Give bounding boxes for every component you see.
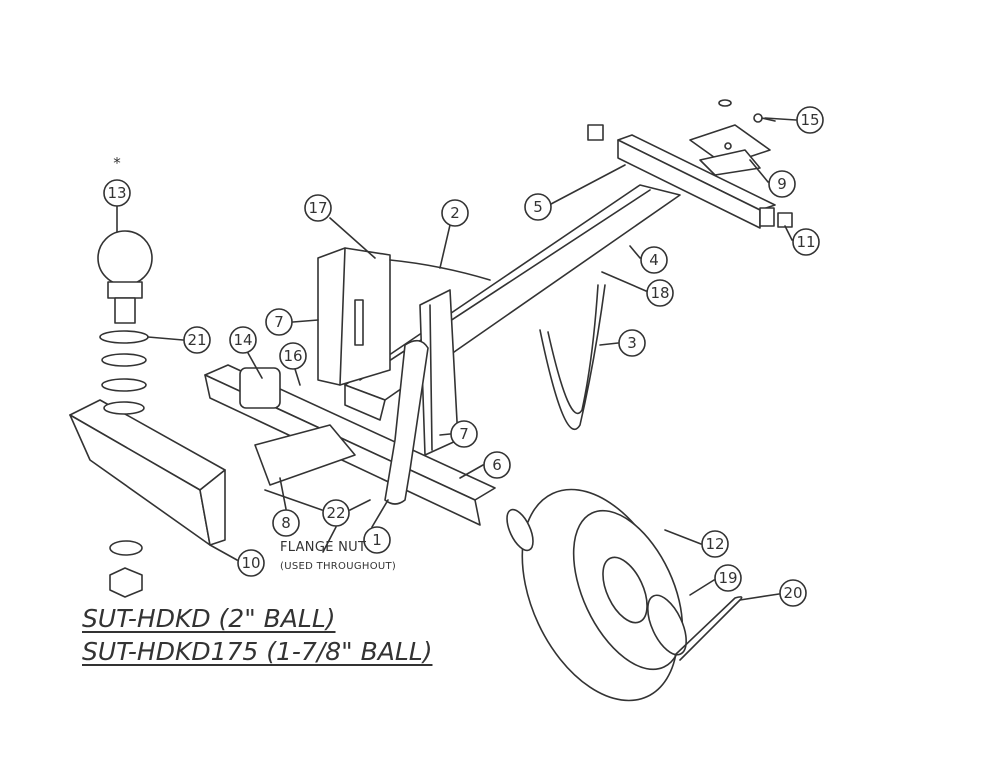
- end-cap: [777, 212, 793, 228]
- callout-12: 12: [701, 530, 729, 558]
- callout-number: 7: [459, 425, 469, 443]
- tongue-tube: [344, 184, 681, 421]
- callout-11: 11: [792, 228, 820, 256]
- callout-number: 22: [326, 504, 345, 522]
- callout-circle: [714, 564, 742, 592]
- callout-1: 1: [363, 526, 391, 554]
- callout-circle: [322, 499, 350, 527]
- callout-circle: [363, 526, 391, 554]
- callout-3: 3: [618, 329, 646, 357]
- saddle: [254, 424, 356, 486]
- callout-number: 21: [187, 331, 206, 349]
- callout-circle: [229, 326, 257, 354]
- callout-number: 20: [783, 584, 802, 602]
- callout-circle: [646, 279, 674, 307]
- callout-8: 8: [272, 509, 300, 537]
- callout-15: 15: [796, 106, 824, 134]
- hitch-plate: [69, 399, 226, 546]
- model-title-2: SUT-HDKD175 (1-7/8" BALL): [82, 637, 433, 666]
- callout-number: 4: [649, 251, 659, 269]
- asterisk-mark: *: [113, 154, 121, 172]
- callout-circle: [265, 308, 293, 336]
- callout-number: 18: [650, 284, 669, 302]
- callout-16: 16: [279, 342, 307, 370]
- callout-20: 20: [779, 579, 807, 607]
- mount-plate: [689, 124, 771, 176]
- callout-number: 10: [241, 554, 260, 572]
- callout-5: 5: [524, 193, 552, 221]
- callout-circle: [640, 246, 668, 274]
- callout-number: 11: [796, 233, 815, 251]
- callout-number: 2: [450, 204, 460, 222]
- callout-number: 5: [533, 198, 543, 216]
- callout-2: 2: [441, 199, 469, 227]
- callout-14: 14: [229, 326, 257, 354]
- callout-circle: [701, 530, 729, 558]
- callout-circle: [304, 194, 332, 222]
- flange-nut-note-sub: (USED THROUGHOUT): [280, 561, 397, 572]
- callout-circle: [450, 420, 478, 448]
- callout-22: 22: [322, 499, 350, 527]
- callout-6: 6: [483, 451, 511, 479]
- callout-13: 13: [103, 179, 131, 207]
- callout-7: 7: [265, 308, 293, 336]
- callout-7: 7: [450, 420, 478, 448]
- callout-circle: [103, 179, 131, 207]
- bolt: [718, 99, 776, 123]
- wheel: [506, 488, 743, 702]
- callout-circle: [183, 326, 211, 354]
- callout-circle: [237, 549, 265, 577]
- callout-number: 14: [233, 331, 252, 349]
- callout-19: 19: [714, 564, 742, 592]
- model-title-1: SUT-HDKD (2" BALL): [82, 604, 336, 633]
- callout-number: 12: [705, 535, 724, 553]
- callout-circle: [779, 579, 807, 607]
- callout-circle: [618, 329, 646, 357]
- callout-number: 9: [777, 175, 787, 193]
- callout-circle: [483, 451, 511, 479]
- callout-number: 17: [308, 199, 327, 217]
- callout-circle: [792, 228, 820, 256]
- callout-circle: [272, 509, 300, 537]
- callouts: 13 17 2 5 15 9 11 4 18 3 21 14 16 7 7 6 8 22 1 10 12 19 20: [103, 106, 824, 607]
- u-bracket: [539, 284, 606, 431]
- callout-17: 17: [304, 194, 332, 222]
- cross-tube: [617, 134, 776, 229]
- upright-plates: [317, 247, 491, 456]
- callout-circle: [768, 170, 796, 198]
- callout-circle: [441, 199, 469, 227]
- callout-number: 13: [107, 184, 126, 202]
- leader-lines: [116, 117, 797, 601]
- callout-circle: [279, 342, 307, 370]
- callout-18: 18: [646, 279, 674, 307]
- callout-10: 10: [237, 549, 265, 577]
- callout-number: 6: [492, 456, 502, 474]
- callout-21: 21: [183, 326, 211, 354]
- callout-4: 4: [640, 246, 668, 274]
- callout-number: 7: [274, 313, 284, 331]
- callout-number: 8: [281, 514, 291, 532]
- callout-number: 16: [283, 347, 302, 365]
- end-cap: [587, 124, 604, 141]
- callout-circle: [524, 193, 552, 221]
- callout-circle: [796, 106, 824, 134]
- callout-number: 15: [800, 111, 819, 129]
- flange-nut-note: FLANGE NUT: [280, 540, 367, 555]
- callout-number: 3: [627, 334, 637, 352]
- hitch-ball: [97, 230, 153, 598]
- callout-number: 1: [372, 531, 382, 549]
- callout-9: 9: [768, 170, 796, 198]
- callout-number: 19: [718, 569, 737, 587]
